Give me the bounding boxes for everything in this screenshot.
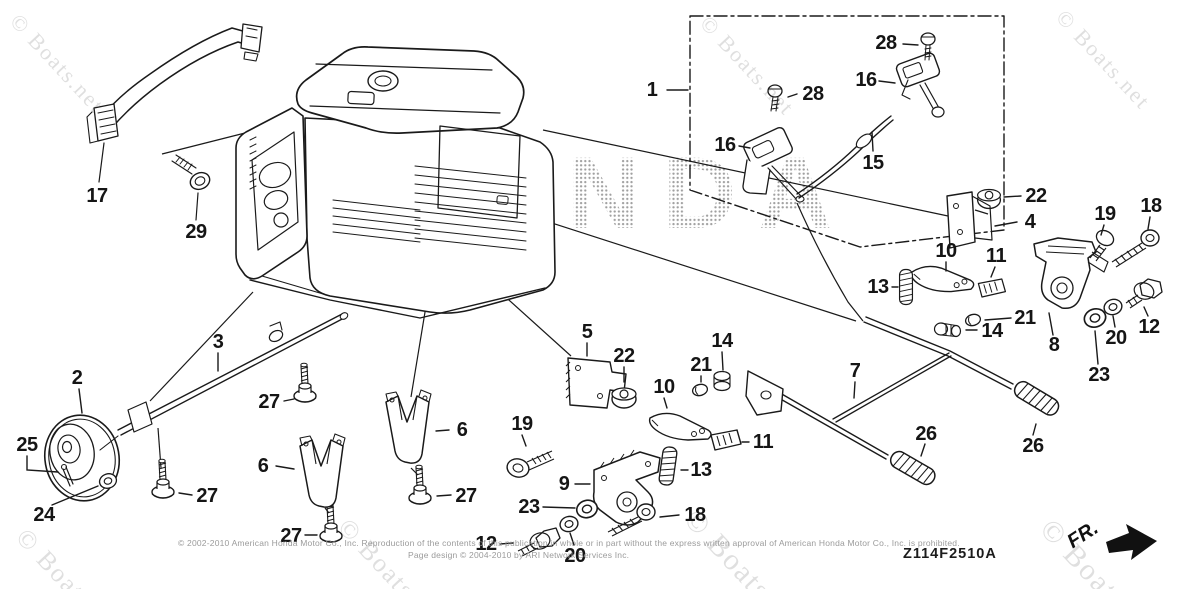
part-label-26: 26 — [1022, 435, 1044, 457]
part-label-10: 10 — [935, 240, 957, 262]
part-label-14: 14 — [711, 330, 733, 352]
fr-arrow-icon — [1106, 524, 1157, 560]
part-label-16: 16 — [714, 134, 736, 156]
part-label-22: 22 — [1025, 185, 1047, 207]
left-linkage-group — [506, 370, 742, 557]
part-label-25: 25 — [16, 434, 38, 456]
mount-hardware-group — [151, 362, 432, 543]
wheel-axle-group — [44, 312, 349, 502]
copyright-line-1: © 2002-2010 American Honda Motor Co., In… — [178, 538, 960, 548]
part-label-5: 5 — [581, 321, 593, 343]
part-label-11: 11 — [985, 245, 1007, 267]
part-label-8: 8 — [1048, 334, 1060, 356]
part-label-23: 23 — [518, 496, 540, 518]
part-label-15: 15 — [862, 152, 884, 174]
right-linkage-group — [898, 229, 1163, 338]
generator-body-drawing — [235, 46, 556, 319]
part-label-26: 26 — [915, 423, 937, 445]
part-label-7: 7 — [849, 360, 861, 382]
part-label-19: 19 — [1094, 203, 1116, 225]
part-label-6: 6 — [456, 419, 468, 441]
part-label-1: 1 — [646, 79, 658, 101]
part-label-18: 18 — [684, 504, 706, 526]
part-label-3: 3 — [212, 331, 224, 353]
part-label-13: 13 — [867, 276, 889, 298]
inset-box-group — [666, 15, 1005, 248]
part-label-20: 20 — [564, 545, 586, 567]
part-label-18: 18 — [1140, 195, 1162, 217]
part-label-2: 2 — [71, 367, 83, 389]
part-label-27: 27 — [455, 485, 477, 507]
part-label-13: 13 — [690, 459, 712, 481]
part-label-24: 24 — [33, 504, 55, 526]
part-label-17: 17 — [86, 185, 108, 207]
part-label-21: 21 — [1014, 307, 1036, 329]
part-label-28: 28 — [802, 83, 824, 105]
part-label-10: 10 — [653, 376, 675, 398]
part-label-11: 11 — [752, 431, 774, 453]
part-label-19: 19 — [511, 413, 533, 435]
part-label-29: 29 — [185, 221, 207, 243]
diagram-code: Z114F2510A — [903, 546, 997, 562]
part-label-4: 4 — [1024, 211, 1036, 233]
handle-pipe-drawing — [86, 23, 263, 221]
part-label-27: 27 — [258, 391, 280, 413]
part-label-20: 20 — [1105, 327, 1127, 349]
part-label-12: 12 — [475, 533, 497, 555]
part-label-9: 9 — [558, 473, 570, 495]
part-label-16: 16 — [855, 69, 877, 91]
part-label-27: 27 — [280, 525, 302, 547]
copyright-line-2: Page design © 2004-2010 by ARI Network S… — [408, 550, 630, 560]
part-label-12: 12 — [1138, 316, 1160, 338]
part-label-27: 27 — [196, 485, 218, 507]
part-label-23: 23 — [1088, 364, 1110, 386]
handle-rod-group — [745, 316, 1063, 489]
part-label-6: 6 — [257, 455, 269, 477]
part-label-21: 21 — [690, 354, 712, 376]
part-label-14: 14 — [981, 320, 1003, 342]
part-label-22: 22 — [613, 345, 635, 367]
part-label-28: 28 — [875, 32, 897, 54]
plate-bracket-group — [565, 188, 1002, 409]
label-leader-lines — [26, 43, 1151, 546]
